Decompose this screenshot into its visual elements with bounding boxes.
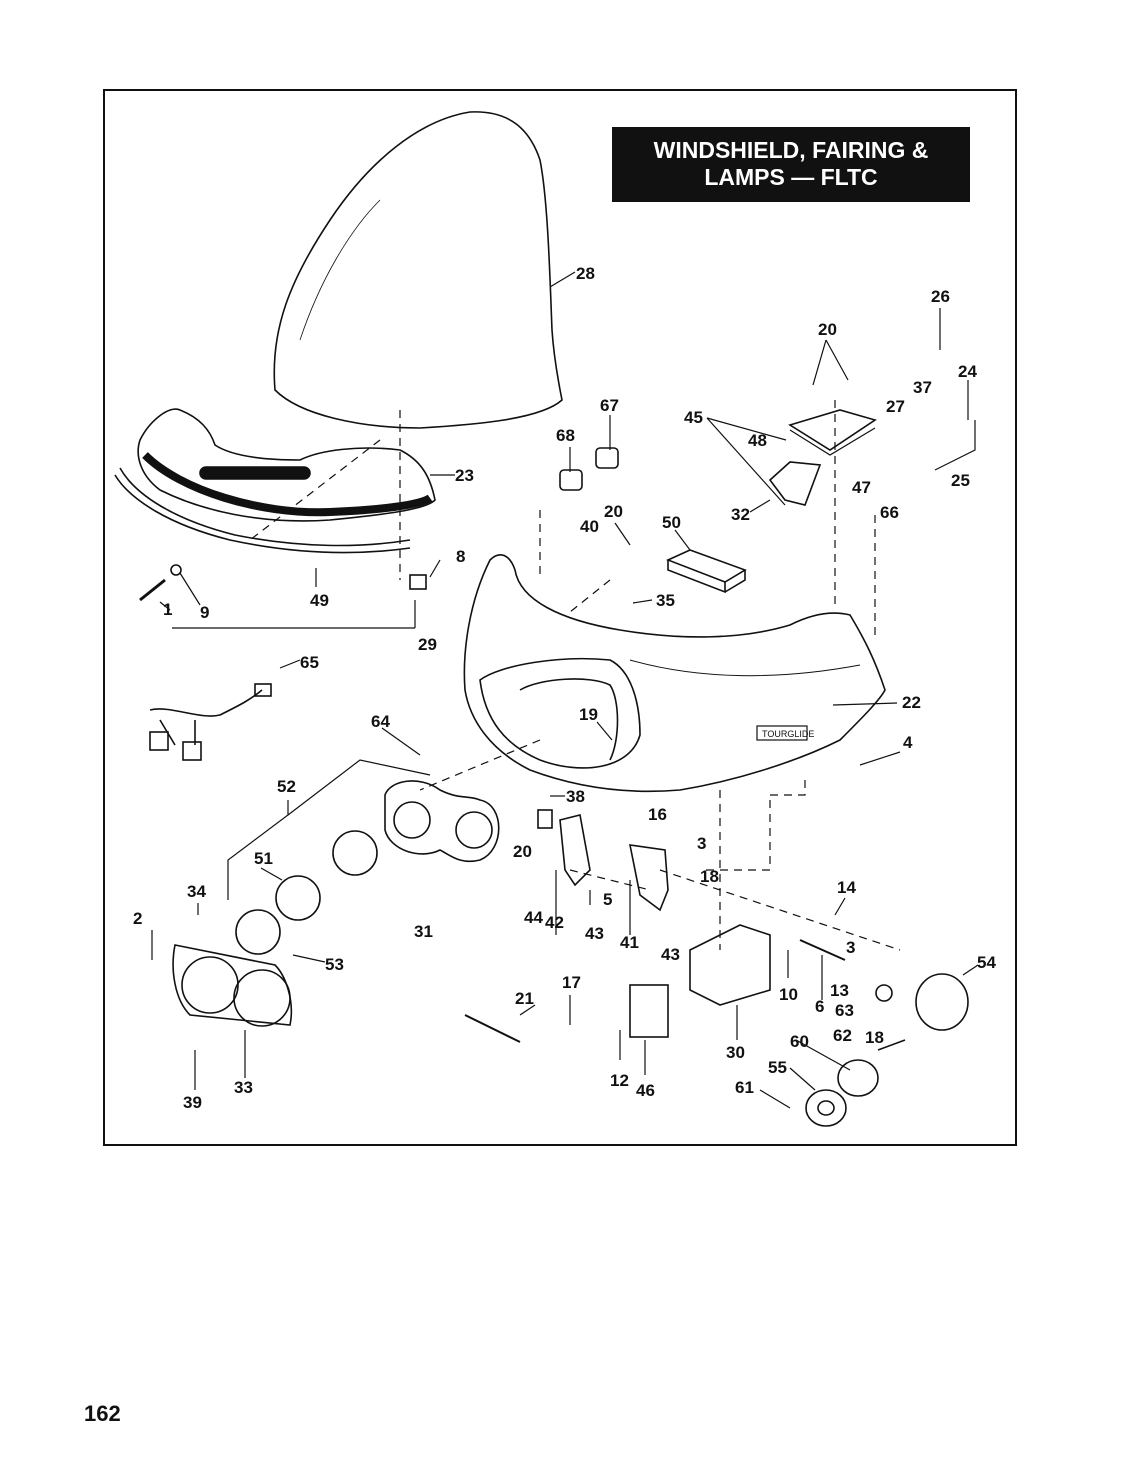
windshield-trim (137, 408, 436, 522)
callout-30: 30 (726, 1043, 745, 1062)
callout-23: 23 (455, 466, 474, 485)
mount-bracket (559, 814, 591, 887)
callout-62: 62 (833, 1026, 852, 1045)
callout-35: 35 (656, 591, 675, 610)
callout-2: 2 (133, 909, 142, 928)
callout-43: 43 (585, 924, 604, 943)
callout-67: 67 (600, 396, 619, 415)
callout-65: 65 (300, 653, 319, 672)
callout-64: 64 (371, 712, 390, 731)
callout-45: 45 (684, 408, 703, 427)
callout-18b: 18 (865, 1028, 884, 1047)
callout-47: 47 (852, 478, 871, 497)
callout-46: 46 (636, 1081, 655, 1100)
windshield-strip (114, 474, 411, 554)
callout-61: 61 (735, 1078, 754, 1097)
callout-19: 19 (579, 705, 598, 724)
callout-52: 52 (277, 777, 296, 796)
callout-3b: 3 (846, 938, 855, 957)
callout-28: 28 (576, 264, 595, 283)
page-number: 162 (84, 1401, 121, 1426)
callout-43b: 43 (661, 945, 680, 964)
callout-26: 26 (931, 287, 950, 306)
callout-37: 37 (913, 378, 932, 397)
callout-21: 21 (515, 989, 534, 1008)
callout-18: 18 (700, 867, 719, 886)
fairing-badge: TOURGLIDE (762, 729, 814, 739)
callout-20c: 20 (513, 842, 532, 861)
title-line-1: WINDSHIELD, FAIRING & (653, 137, 929, 163)
callout-60: 60 (790, 1032, 809, 1051)
callout-24: 24 (958, 362, 977, 381)
callout-25: 25 (951, 471, 970, 490)
callout-13: 13 (830, 981, 849, 1000)
callout-29: 29 (418, 635, 437, 654)
callout-5: 5 (603, 890, 612, 909)
callout-9: 9 (200, 603, 209, 622)
callout-1: 1 (163, 600, 172, 619)
callout-31: 31 (414, 922, 433, 941)
diagram-frame (103, 89, 1017, 1146)
callout-14: 14 (837, 878, 856, 897)
callout-8: 8 (456, 547, 465, 566)
callout-16: 16 (648, 805, 667, 824)
callout-63: 63 (835, 1001, 854, 1020)
callout-53: 53 (325, 955, 344, 974)
diagram-title: WINDSHIELD, FAIRING & LAMPS — FLTC (612, 127, 970, 202)
callout-4: 4 (903, 733, 913, 752)
callout-27: 27 (886, 397, 905, 416)
headlamp-housing (384, 780, 500, 863)
callout-3: 3 (697, 834, 706, 853)
title-line-2: LAMPS — FLTC (704, 164, 878, 190)
callout-10: 10 (779, 985, 798, 1004)
callout-49: 49 (310, 591, 329, 610)
callout-42: 42 (545, 913, 564, 932)
callout-54: 54 (977, 953, 996, 972)
callout-41: 41 (620, 933, 639, 952)
wiring-harness (149, 689, 263, 746)
callout-55: 55 (768, 1058, 787, 1077)
callout-6: 6 (815, 997, 824, 1016)
callout-44: 44 (524, 908, 543, 927)
callout-20: 20 (818, 320, 837, 339)
top-panel (788, 409, 877, 451)
callout-22: 22 (902, 693, 921, 712)
spot-lamp (915, 973, 969, 1031)
callout-33: 33 (234, 1078, 253, 1097)
callout-38: 38 (566, 787, 585, 806)
headlamp-bezel (172, 944, 293, 1026)
callout-48: 48 (748, 431, 767, 450)
callout-68: 68 (556, 426, 575, 445)
lower-bracket (689, 924, 771, 1006)
windshield (273, 111, 563, 429)
callout-39: 39 (183, 1093, 202, 1112)
fairing-shell (463, 554, 886, 793)
headlamp-lens (275, 875, 321, 921)
callout-50: 50 (662, 513, 681, 532)
callout-34: 34 (187, 882, 206, 901)
callout-51: 51 (254, 849, 273, 868)
mount-pad (665, 549, 747, 583)
callout-17: 17 (562, 973, 581, 992)
callout-12: 12 (610, 1071, 629, 1090)
callout-20b: 20 (604, 502, 623, 521)
callout-66: 66 (880, 503, 899, 522)
callout-40: 40 (580, 517, 599, 536)
callout-32: 32 (731, 505, 750, 524)
